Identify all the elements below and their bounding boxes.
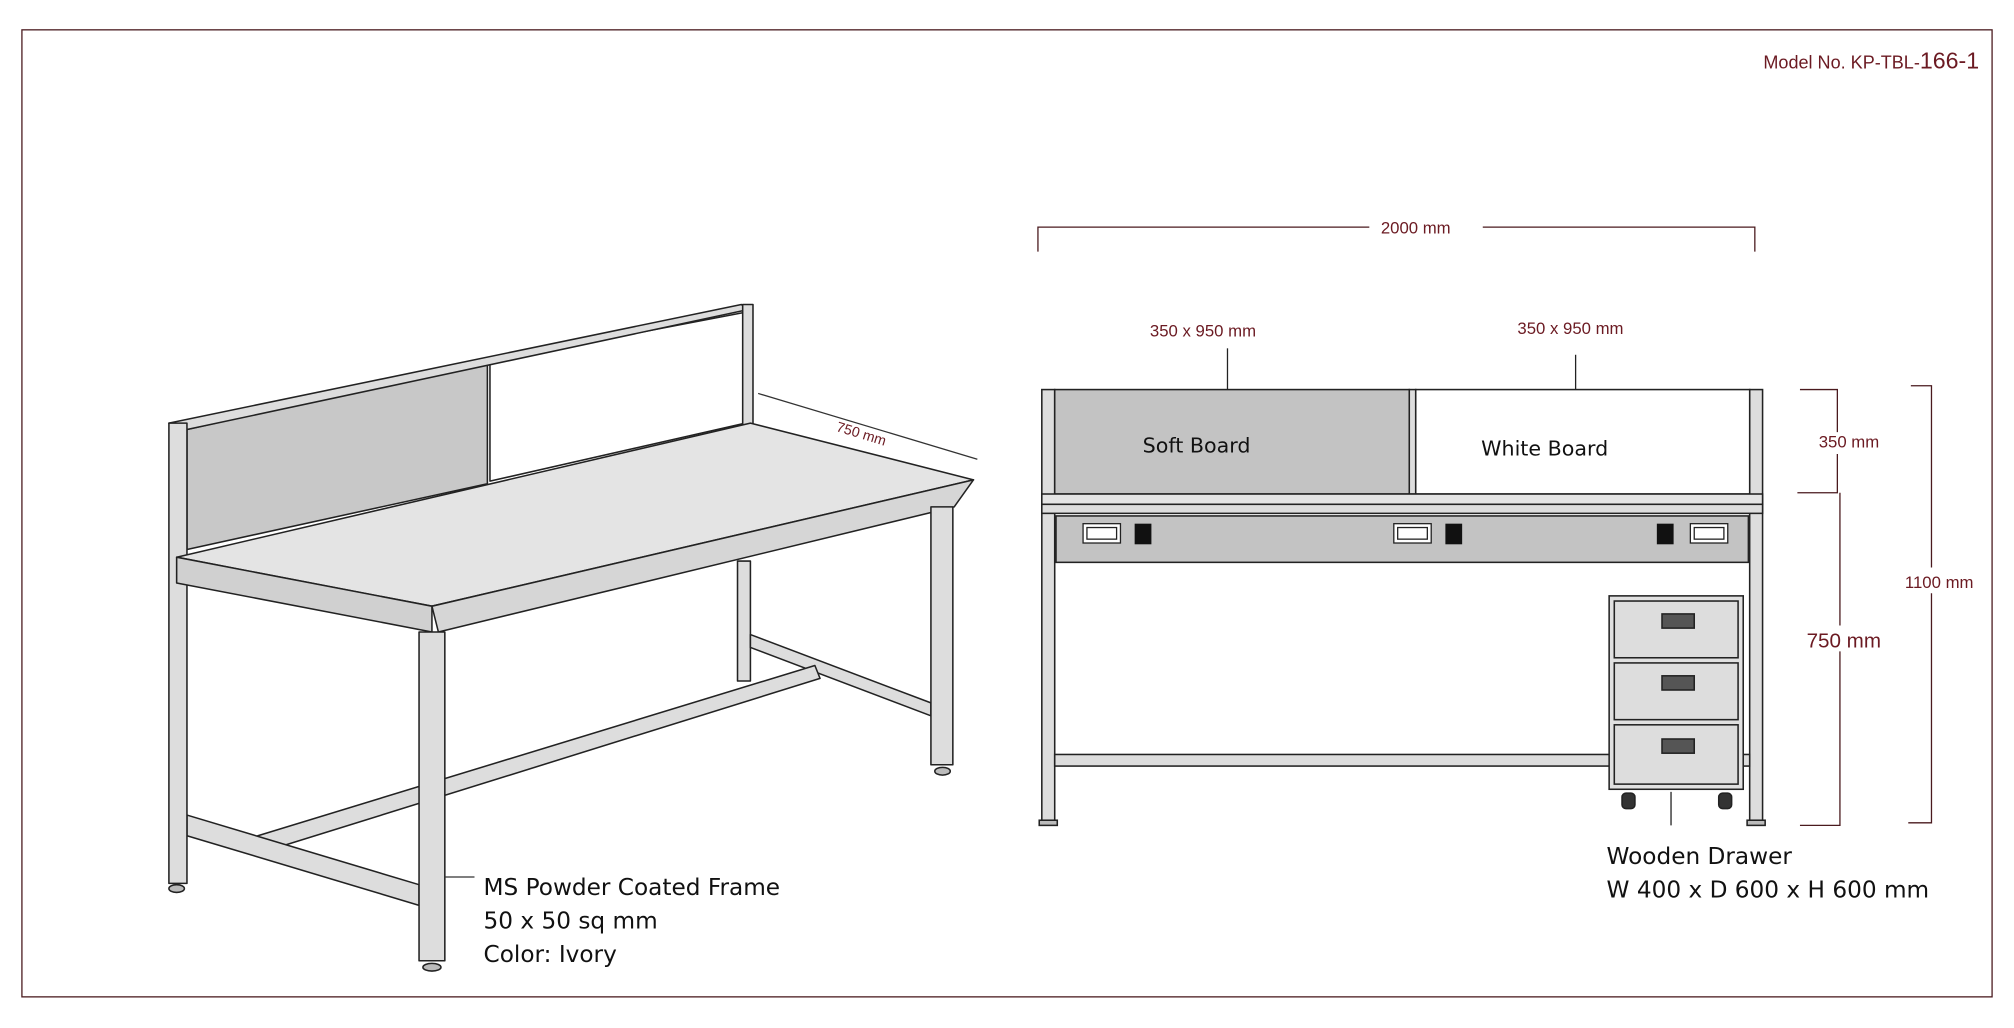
total-height-dimension: 1100 mm <box>1905 573 1974 592</box>
drawer-note: Wooden Drawer W 400 x D 600 x H 600 mm <box>1607 843 1930 904</box>
switch-icon <box>1656 523 1674 545</box>
left-post <box>1041 388 1056 824</box>
switch-icon <box>1134 523 1152 545</box>
back-right-leg <box>736 560 752 682</box>
table-right-edge <box>431 479 975 633</box>
height-dimensions <box>1797 385 1933 827</box>
socket-icon <box>1689 523 1729 544</box>
drawer-handle-icon <box>1661 613 1696 629</box>
back-right-post <box>741 303 754 428</box>
back-left-post <box>168 422 188 885</box>
leveler-foot <box>934 766 952 776</box>
apron <box>1041 503 1764 515</box>
board-divider <box>1408 388 1417 495</box>
drawer-handle-icon <box>1661 738 1696 754</box>
table-top-rail <box>1041 493 1764 506</box>
width-dimension-label: 2000 mm <box>1381 219 1451 238</box>
socket-icon <box>1082 523 1122 544</box>
caster-wheel <box>1717 792 1733 810</box>
drawer <box>1613 724 1739 785</box>
power-sockets <box>1082 523 1729 545</box>
white-board-dimension: 350 x 950 mm <box>1517 319 1623 338</box>
drawer <box>1613 600 1739 659</box>
socket-icon <box>1393 523 1432 544</box>
drawing-border <box>21 29 1993 998</box>
bottom-rail <box>1053 753 1751 767</box>
front-left-leg <box>418 631 446 962</box>
white-board-label: White Board <box>1481 436 1608 460</box>
width-dimension <box>1037 226 1756 252</box>
leveler-foot <box>1038 819 1059 827</box>
depth-dimension-line <box>757 392 978 460</box>
model-number: Model No. KP-TBL-166-1 <box>1763 48 1979 74</box>
leveler-foot <box>168 883 186 894</box>
leveler-foot <box>422 962 442 972</box>
soft-board-dimension: 350 x 950 mm <box>1150 322 1256 341</box>
drawer-unit <box>1608 595 1745 810</box>
board-height-dimension: 350 mm <box>1819 433 1880 452</box>
front-right-leg <box>930 506 954 766</box>
white-board <box>1414 388 1751 495</box>
soft-board <box>1053 388 1411 495</box>
switch-icon <box>1445 523 1463 545</box>
table-height-dimension: 750 mm <box>1807 629 1881 652</box>
perspective-table <box>168 303 975 972</box>
leveler-foot <box>1746 819 1766 827</box>
right-side-stretcher <box>749 633 932 717</box>
drawer-handle-icon <box>1661 675 1696 691</box>
soft-board-label: Soft Board <box>1143 434 1251 458</box>
long-stretcher <box>257 664 821 852</box>
frame-note: MS Powder Coated Frame 50 x 50 sq mm Col… <box>484 874 788 968</box>
drawer <box>1613 662 1739 721</box>
caster-wheel <box>1621 792 1636 810</box>
right-post <box>1748 388 1764 824</box>
